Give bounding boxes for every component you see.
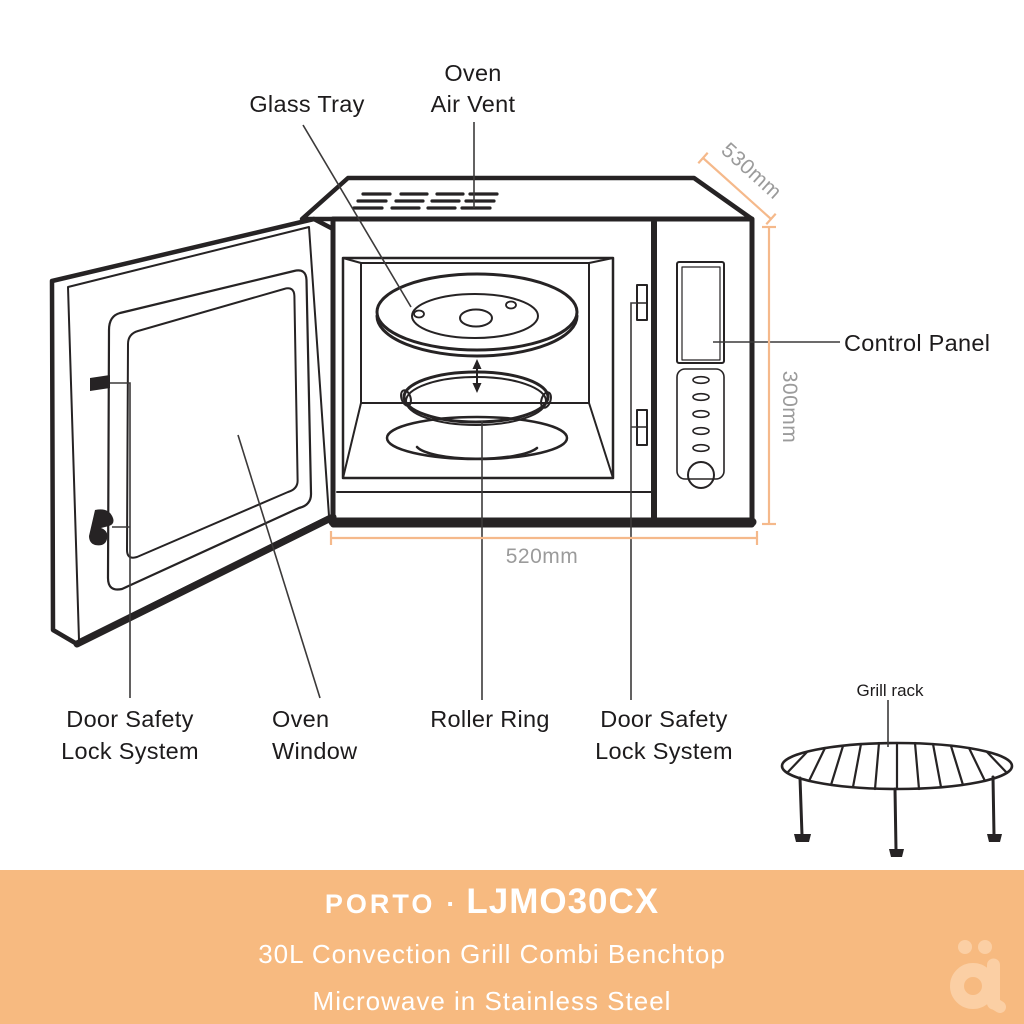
dimension-width-label: 520mm (506, 545, 579, 568)
control-panel (676, 261, 725, 489)
separator-dot: · (446, 889, 456, 919)
brand-name: PORTO (324, 889, 436, 919)
window-frame (106, 269, 313, 591)
top-face (299, 175, 755, 222)
label-oven-window-1: Oven (272, 706, 329, 732)
door-lock-right-leader (630, 302, 637, 700)
label-oven-air-vent-1: Oven (444, 60, 501, 86)
assembly-arrow (472, 359, 482, 393)
dimension-width: 520mm (329, 531, 759, 568)
label-door-safety-right-1: Door Safety (600, 706, 727, 732)
oven-cavity (341, 256, 615, 480)
door-latch-slots (636, 284, 648, 446)
label-roller-ring: Roller Ring (430, 706, 550, 732)
leader-lines (110, 122, 889, 747)
label-control-panel: Control Panel (844, 330, 990, 356)
microwave-body (299, 175, 757, 528)
grill-rack (780, 741, 1014, 857)
product-title: PORTO · LJMO30CX (325, 882, 659, 922)
banner-text: PORTO · LJMO30CX 30L Convection Grill Co… (0, 870, 984, 1024)
microwave-diagram: 530mm 300mm 520mm Glass Tray Oven Air Ve… (49, 60, 1014, 857)
oven-door (49, 216, 337, 648)
oven-window (126, 287, 299, 559)
button-panel (676, 368, 725, 480)
door-slab (49, 216, 336, 647)
display (676, 261, 725, 364)
product-subtitle-line1: 30L Convection Grill Combi Benchtop (258, 939, 726, 969)
roller-ring (400, 370, 552, 426)
oven-window-leader (237, 434, 321, 699)
dimension-height-label: 300mm (778, 371, 801, 444)
diagram-stage: 530mm 300mm 520mm Glass Tray Oven Air Ve… (49, 60, 1014, 857)
glass-tray (375, 272, 579, 358)
label-oven-air-vent-2: Air Vent (431, 91, 516, 117)
control-knob[interactable] (687, 461, 715, 489)
grill-rack-legs (794, 775, 1002, 857)
part-labels: Glass Tray Oven Air Vent Control Panel D… (61, 60, 990, 764)
glass-tray-leader (302, 124, 412, 308)
lock-hook-top (90, 375, 110, 391)
panel-buttons[interactable] (692, 375, 710, 453)
dimension-height: 300mm (762, 225, 801, 526)
label-door-safety-left-2: Lock System (61, 738, 199, 764)
product-subtitle-line2: Microwave in Stainless Steel (312, 986, 672, 1016)
a-umlaut-logo-icon (950, 940, 1006, 1013)
label-glass-tray: Glass Tray (249, 91, 364, 117)
label-door-safety-right-2: Lock System (595, 738, 733, 764)
air-vent-slats (352, 192, 499, 210)
dimension-depth-label: 530mm (717, 138, 786, 204)
door-lock-left-leader (110, 382, 131, 698)
brand-logo (948, 936, 1006, 1016)
label-oven-window-2: Window (272, 738, 358, 764)
label-door-safety-left-1: Door Safety (66, 706, 193, 732)
product-banner: PORTO · LJMO30CX 30L Convection Grill Co… (0, 870, 1024, 1024)
model-number: LJMO30CX (466, 882, 660, 921)
lock-hook-bottom (89, 509, 114, 546)
label-grill-rack: Grill rack (856, 681, 924, 700)
